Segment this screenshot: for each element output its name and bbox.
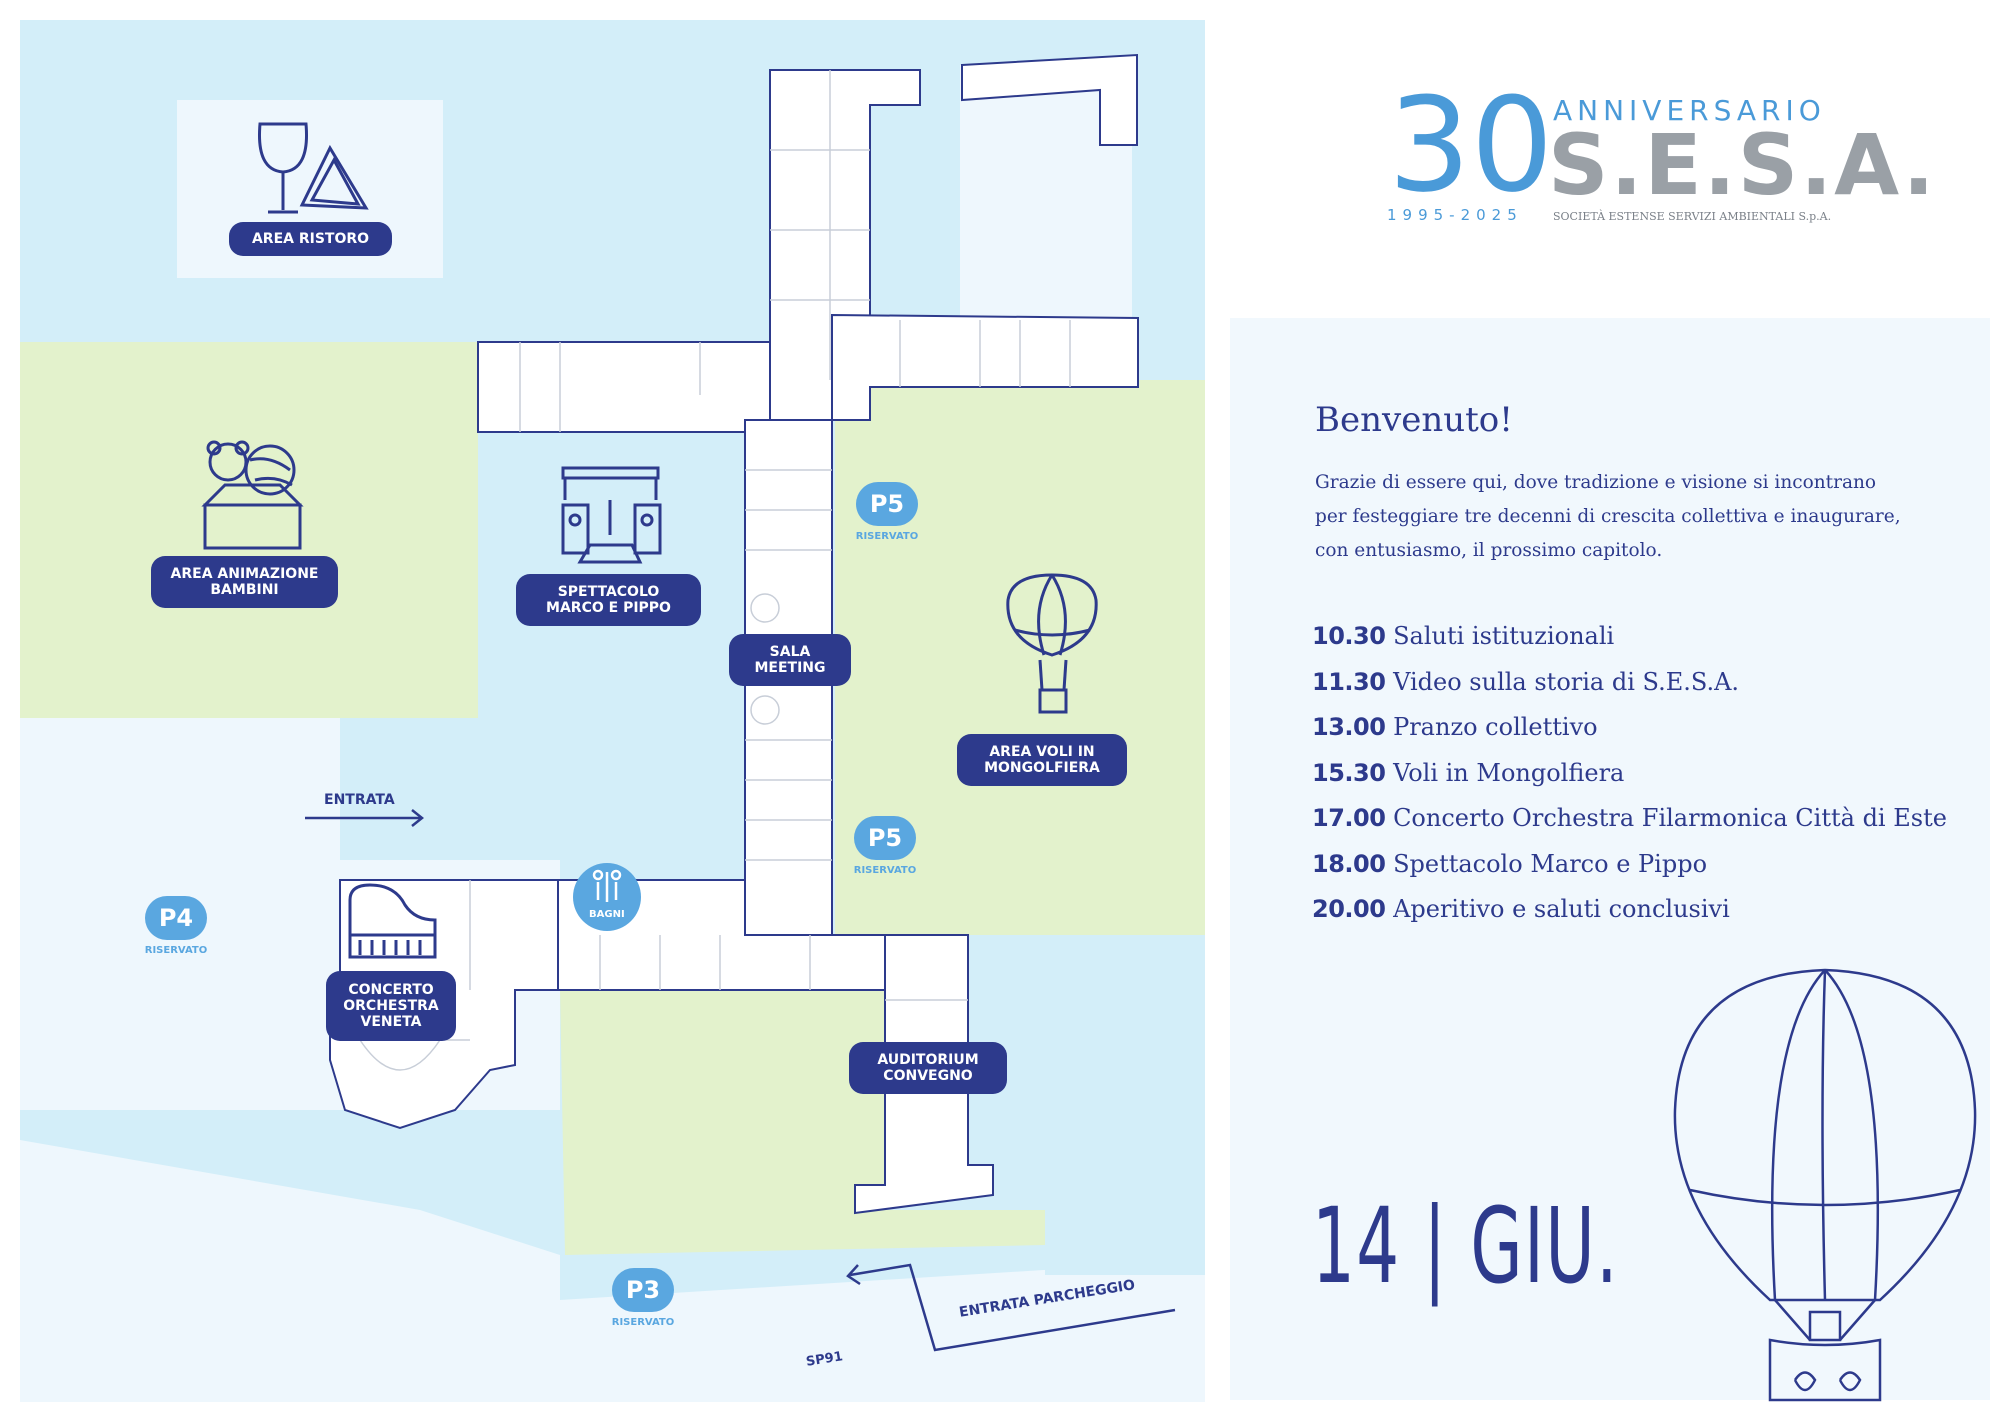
schedule-event: Concerto Orchestra Filarmonica Città di … (1393, 804, 1947, 832)
sala-meeting-label[interactable]: SALA MEETING (729, 634, 851, 686)
schedule-item: 11.30 Video sulla storia di S.E.S.A. (1312, 668, 1947, 714)
area-ristoro-label[interactable]: AREA RISTORO (229, 222, 392, 256)
stage-icon (561, 466, 662, 564)
schedule-time: 20.00 (1312, 895, 1386, 923)
parking-p5-lower[interactable]: P5 (854, 816, 916, 860)
parking-p3[interactable]: P3 (612, 1268, 674, 1312)
schedule-event: Aperitivo e saluti conclusivi (1393, 895, 1730, 923)
logo-brand: S.E.S.A. (1548, 116, 1937, 214)
parking-p5-upper[interactable]: P5 (856, 482, 918, 526)
toy-box-icon (201, 440, 304, 550)
concerto-label[interactable]: CONCERTO ORCHESTRA VENETA (326, 971, 456, 1041)
logo-years: 1995-2025 (1387, 206, 1523, 224)
anniversary-number: 30 (1388, 69, 1554, 221)
entrance-label: ENTRATA (324, 792, 395, 808)
schedule-list: 10.30 Saluti istituzionali 11.30 Video s… (1312, 622, 1947, 941)
balloon-illustration-icon (1673, 968, 1977, 1402)
welcome-line: Grazie di essere qui, dove tradizione e … (1315, 472, 1877, 493)
schedule-event: Saluti istituzionali (1393, 622, 1615, 650)
welcome-line: per festeggiare tre decenni di crescita … (1315, 506, 1901, 527)
welcome-line: con entusiasmo, il prossimo capitolo. (1315, 540, 1663, 561)
schedule-item: 10.30 Saluti istituzionali (1312, 622, 1947, 668)
parking-p5-upper-reserved: RISERVATO (855, 531, 919, 542)
schedule-time: 18.00 (1312, 849, 1386, 878)
parking-p5-lower-reserved: RISERVATO (853, 865, 917, 876)
schedule-event: Pranzo collettivo (1393, 713, 1598, 741)
schedule-time: 10.30 (1312, 622, 1386, 650)
piano-icon (348, 883, 437, 959)
parking-p4[interactable]: P4 (145, 896, 207, 940)
auditorium-label[interactable]: AUDITORIUM CONVEGNO (849, 1042, 1007, 1094)
bagni-label: BAGNI (589, 909, 625, 920)
parking-p3-reserved: RISERVATO (611, 1317, 675, 1328)
logo-company-name: SOCIETÀ ESTENSE SERVIZI AMBIENTALI S.p.A… (1553, 210, 1832, 223)
wine-glass-icon (257, 122, 309, 214)
welcome-title: Benvenuto! (1315, 400, 1513, 440)
schedule-time: 13.00 (1312, 713, 1386, 741)
schedule-item: 15.30 Voli in Mongolfiera (1312, 759, 1947, 805)
schedule-time: 17.00 (1312, 804, 1386, 832)
schedule-item: 18.00 Spettacolo Marco e Pippo (1312, 850, 1947, 896)
schedule-item: 20.00 Aperitivo e saluti conclusivi (1312, 895, 1947, 941)
hot-air-balloon-icon (1006, 573, 1098, 714)
sandwich-icon (299, 144, 369, 210)
schedule-time: 15.30 (1312, 758, 1386, 787)
event-date: 14 | GIU. (1312, 1185, 1619, 1307)
area-voli-label[interactable]: AREA VOLI IN MONGOLFIERA (957, 734, 1127, 786)
schedule-event: Spettacolo Marco e Pippo (1393, 849, 1708, 878)
schedule-event: Video sulla storia di S.E.S.A. (1393, 667, 1740, 696)
parking-entrance-arrow-icon (846, 1263, 1176, 1352)
logo-anniversary-text: ANNIVERSARIO (1553, 94, 1826, 127)
schedule-item: 17.00 Concerto Orchestra Filarmonica Cit… (1312, 804, 1947, 850)
schedule-time: 11.30 (1312, 667, 1386, 696)
schedule-event: Voli in Mongolfiera (1393, 758, 1625, 787)
info-panel (1230, 318, 1990, 1400)
spettacolo-label[interactable]: SPETTACOLO MARCO E PIPPO (516, 574, 701, 626)
area-animazione-label[interactable]: AREA ANIMAZIONE BAMBINI (151, 556, 338, 608)
welcome-text: Grazie di essere qui, dove tradizione e … (1315, 466, 1915, 568)
parking-p4-reserved: RISERVATO (144, 945, 208, 956)
schedule-item: 13.00 Pranzo collettivo (1312, 713, 1947, 759)
site-map (20, 20, 1205, 1402)
entrance-arrow-icon (305, 809, 425, 827)
